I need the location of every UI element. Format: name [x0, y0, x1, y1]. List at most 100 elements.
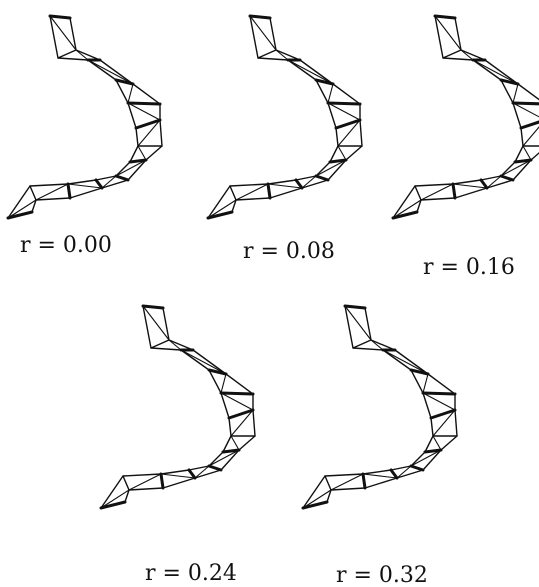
chain-rung — [314, 78, 335, 86]
chain-diagonal — [327, 102, 361, 121]
chain-diagonal — [249, 15, 277, 51]
panel-2: r = 0.08 — [206, 14, 363, 264]
chain-diagonal — [127, 83, 134, 104]
triangle-chain-3 — [391, 14, 539, 220]
chain-rung — [150, 339, 170, 349]
chain-rung — [324, 475, 332, 491]
chain-rung — [389, 468, 399, 480]
chain-diagonal — [230, 435, 240, 451]
chain-diagonal — [230, 409, 254, 437]
chain-diagonal — [301, 175, 317, 189]
chain-rung — [219, 391, 255, 396]
chain-rung — [409, 464, 425, 472]
chain-rung — [361, 472, 367, 490]
chain-diagonal — [382, 349, 429, 375]
chain-rung — [128, 158, 148, 164]
chain-end-bottom — [99, 500, 127, 510]
chain-end-top — [248, 14, 272, 20]
chain-rung — [126, 101, 162, 106]
chain-diagonal — [434, 15, 462, 51]
panel-3: r = 0.16 — [391, 14, 539, 280]
chain-rung — [66, 182, 72, 200]
chain-diagonal — [500, 159, 532, 177]
panel-2-label: r = 0.08 — [243, 239, 335, 264]
chain-rung — [326, 101, 362, 106]
chain-rung — [187, 468, 197, 480]
chain-diagonal — [142, 305, 170, 341]
chain-rung — [409, 368, 430, 376]
chain-rung — [499, 78, 520, 86]
chain-diagonal — [460, 49, 474, 61]
chain-rung — [328, 158, 348, 164]
chain-rung — [421, 391, 457, 396]
chain-diagonal — [160, 473, 196, 479]
chain-end-bottom — [6, 210, 34, 220]
chain-rail-inner — [416, 17, 539, 213]
chain-rung — [229, 185, 237, 201]
chain-rung — [122, 475, 130, 491]
chain-diagonal — [396, 465, 412, 479]
panel-3-label: r = 0.16 — [423, 255, 515, 280]
chain-end-bottom — [301, 500, 329, 510]
chain-rung — [294, 178, 304, 190]
chain-diagonal — [235, 183, 269, 201]
chain-diagonal — [410, 449, 442, 467]
chain-diagonal — [432, 435, 442, 451]
chain-diagonal — [432, 409, 456, 437]
panel-4: r = 0.24 — [99, 304, 256, 586]
chain-end-bottom — [206, 210, 234, 220]
chain-rung — [414, 185, 422, 201]
chain-end-top — [48, 14, 72, 20]
chain-diagonal — [452, 183, 488, 189]
chain-rung — [114, 174, 130, 182]
chain-diagonal — [127, 102, 161, 121]
chain-end-top — [433, 14, 457, 20]
chain-diagonal — [220, 392, 254, 411]
panel-5: r = 0.32 — [301, 304, 458, 587]
chain-end-top — [343, 304, 367, 310]
chain-rung — [207, 368, 228, 376]
chain-diagonal — [128, 473, 162, 491]
chain-diagonal — [522, 145, 532, 161]
chain-diagonal — [208, 449, 240, 467]
chain-diagonal — [115, 159, 147, 177]
chain-diagonal — [275, 49, 289, 61]
chain-rung — [352, 339, 372, 349]
chain-rung — [479, 178, 489, 190]
chain-rung — [207, 464, 223, 472]
panel-1: r = 0.00 — [6, 14, 163, 258]
chain-diagonal — [330, 473, 364, 491]
chain-rung — [513, 158, 533, 164]
triangle-chain-4 — [99, 304, 256, 510]
triangle-chain-2 — [206, 14, 363, 220]
chain-diagonal — [207, 199, 237, 219]
panel-4-label: r = 0.24 — [145, 561, 237, 586]
chain-diagonal — [194, 465, 210, 479]
chain-end-top — [141, 304, 165, 310]
chain-diagonal — [472, 59, 519, 85]
chain-rung — [511, 101, 539, 106]
chain-diagonal — [392, 199, 422, 219]
triangle-chain-5 — [301, 304, 458, 510]
chain-diagonal — [267, 183, 303, 189]
chain-diagonal — [422, 373, 429, 394]
chain-diagonal — [75, 49, 89, 61]
chain-diagonal — [337, 119, 361, 147]
chain-diagonal — [344, 305, 372, 341]
chain-diagonal — [35, 183, 69, 201]
chain-diagonal — [370, 339, 384, 351]
chain-diagonal — [522, 126, 539, 147]
chain-diagonal — [337, 145, 347, 161]
chain-diagonal — [137, 119, 161, 147]
chain-diagonal — [100, 489, 130, 509]
chain-rung — [314, 174, 330, 182]
chain-rung — [334, 118, 362, 130]
chain-rung — [114, 78, 135, 86]
chain-diagonal — [168, 339, 182, 351]
chain-rung — [423, 448, 443, 454]
chain-rung — [29, 185, 37, 201]
chain-diagonal — [422, 392, 456, 411]
chain-rung — [451, 182, 457, 200]
chain-rung — [227, 408, 255, 420]
chain-rung — [519, 120, 539, 130]
